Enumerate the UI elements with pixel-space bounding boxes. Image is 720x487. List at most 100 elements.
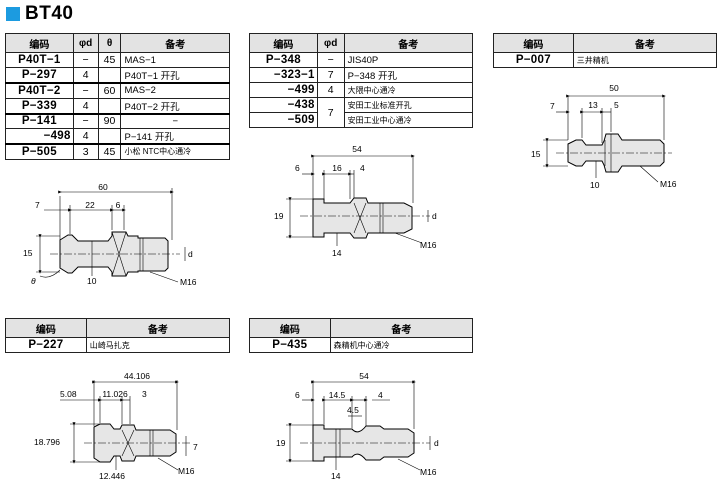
cell-remark: − xyxy=(120,113,230,129)
table-row: −438 7 安田工业标准开孔 xyxy=(249,97,474,128)
dim-d1: 7 xyxy=(35,200,40,210)
table-header-row: 编码 备考 xyxy=(5,318,231,338)
dim-d3: 5 xyxy=(614,100,619,110)
dim-head-dia: 15 xyxy=(531,149,541,159)
dim-thread: M16 xyxy=(420,467,437,477)
table-bt40-mas: 编码 φd θ 备考 P40T−1 − 45 MAS−1 P−297 4 P40… xyxy=(5,33,230,160)
dim-neck-dia: 14 xyxy=(331,471,341,481)
cell-theta: 90 xyxy=(97,113,122,129)
dim-d2: 22 xyxy=(85,200,95,210)
dim-thread: M16 xyxy=(178,466,195,476)
dim-overall: 44.106 xyxy=(124,371,150,381)
table-row: P−339 4 P40T−2 开孔 xyxy=(5,97,230,115)
col-header-remark: 备考 xyxy=(120,33,230,53)
cell-remark: P40T−2 开孔 xyxy=(120,97,230,115)
dim-d3: 4 xyxy=(378,390,383,400)
cell-code: −509 xyxy=(249,112,318,128)
dim-d3: 3 xyxy=(142,389,147,399)
table-row: P40T−2 − 60 MAS−2 xyxy=(5,82,230,99)
dim-bore: d xyxy=(434,438,439,448)
dim-bore: d xyxy=(188,249,193,259)
dim-overall: 60 xyxy=(98,182,108,192)
dim-d1: 6 xyxy=(295,163,300,173)
dim-overall: 54 xyxy=(359,371,369,381)
cell-code: −498 xyxy=(5,128,74,145)
dim-neck-dia: 10 xyxy=(87,276,97,286)
col-header-remark: 备考 xyxy=(329,318,474,338)
dim-neck-dia: 12.446 xyxy=(99,471,125,481)
page-title: BT40 xyxy=(6,3,73,25)
dim-d1: 7 xyxy=(550,101,555,111)
col-header-code: 编码 xyxy=(249,33,318,53)
cell-remark: 森精机中心通冷 xyxy=(329,337,474,353)
table-header-row: 编码 备考 xyxy=(249,318,474,338)
col-header-code: 编码 xyxy=(493,33,574,53)
table-row: −498 4 P−141 开孔 xyxy=(5,128,230,145)
dim-head-dia: 18.796 xyxy=(34,437,60,447)
table-row: P−435 森精机中心通冷 xyxy=(249,337,474,353)
cell-code: P−505 xyxy=(5,143,74,160)
dim-d1: 6 xyxy=(295,390,300,400)
cell-remark: 小松 NTC中心通冷 xyxy=(120,143,230,160)
page-title-text: BT40 xyxy=(25,3,74,24)
cell-remark: MAS−1 xyxy=(120,52,230,68)
table-bt40-jis: 编码 φd 备考 P−348 − JIS40P −323−1 7 P−348 开… xyxy=(249,33,474,128)
part-outline xyxy=(93,423,177,463)
cell-code: P−297 xyxy=(5,67,74,84)
dim-neck-dia: 14 xyxy=(332,248,342,258)
dim-d3: 6 xyxy=(116,200,121,210)
cell-remark: P40T−1 开孔 xyxy=(120,67,230,84)
cell-theta: 45 xyxy=(97,52,122,68)
dim-head-dia: 19 xyxy=(276,438,286,448)
dim-d2: 16 xyxy=(332,163,342,173)
table-row: −499 4 大隈中心通冷 xyxy=(249,82,474,98)
dim-thread: M16 xyxy=(420,240,437,250)
dim-thread: M16 xyxy=(180,277,197,287)
table-bt40-mori: 编码 备考 P−435 森精机中心通冷 xyxy=(249,318,474,353)
dim-d2: 11.026 xyxy=(102,389,128,399)
col-header-remark: 备考 xyxy=(85,318,231,338)
col-header-code: 编码 xyxy=(5,33,74,53)
dim-d3: 4 xyxy=(360,163,365,173)
col-header-d: φd xyxy=(72,33,99,53)
table-header-row: 编码 φd θ 备考 xyxy=(5,33,230,53)
dim-bore: 7 xyxy=(193,442,198,452)
dim-bore: d xyxy=(432,211,437,221)
table-row: P−505 3 45 小松 NTC中心通冷 xyxy=(5,143,230,160)
part-outline xyxy=(312,197,413,239)
cell-code: −499 xyxy=(249,82,318,98)
cell-remark: 安田工业中心通冷 xyxy=(343,112,474,128)
table-bt40-mazak: 编码 备考 P−227 山崎马扎克 xyxy=(5,318,231,353)
dim-d2: 14.5 xyxy=(329,390,346,400)
table-row: P−141 − 90 − xyxy=(5,113,230,129)
cell-d: 3 xyxy=(72,143,99,160)
cell-remark: MAS−2 xyxy=(120,82,230,99)
cell-code: P40T−1 xyxy=(5,52,74,68)
dim-angle: θ xyxy=(31,276,36,286)
cell-code: P−435 xyxy=(249,337,331,353)
table-bt40-mitsui: 编码 备考 P−007 三井精机 xyxy=(493,33,718,68)
table-row: P−297 4 P40T−1 开孔 xyxy=(5,67,230,84)
cell-theta xyxy=(97,67,122,84)
dim-d1: 5.08 xyxy=(60,389,77,399)
title-square-icon xyxy=(6,7,20,21)
cell-remark: 三井精机 xyxy=(572,52,718,68)
cell-code: P40T−2 xyxy=(5,82,74,99)
table-header-row: 编码 备考 xyxy=(493,33,718,53)
cell-code: −438 xyxy=(249,97,318,113)
table-row: P−007 三井精机 xyxy=(493,52,718,68)
cell-theta: 45 xyxy=(97,143,122,160)
dim-neck-dia: 10 xyxy=(590,180,600,190)
cell-theta xyxy=(97,128,122,145)
cell-code: P−141 xyxy=(5,113,74,129)
table-row: −509 安田工业中心通冷 xyxy=(249,112,474,128)
dim-overall: 54 xyxy=(352,144,362,154)
table-row: P−227 山崎马扎克 xyxy=(5,337,231,353)
cell-theta xyxy=(97,97,122,115)
cell-d: 7 xyxy=(316,97,345,128)
